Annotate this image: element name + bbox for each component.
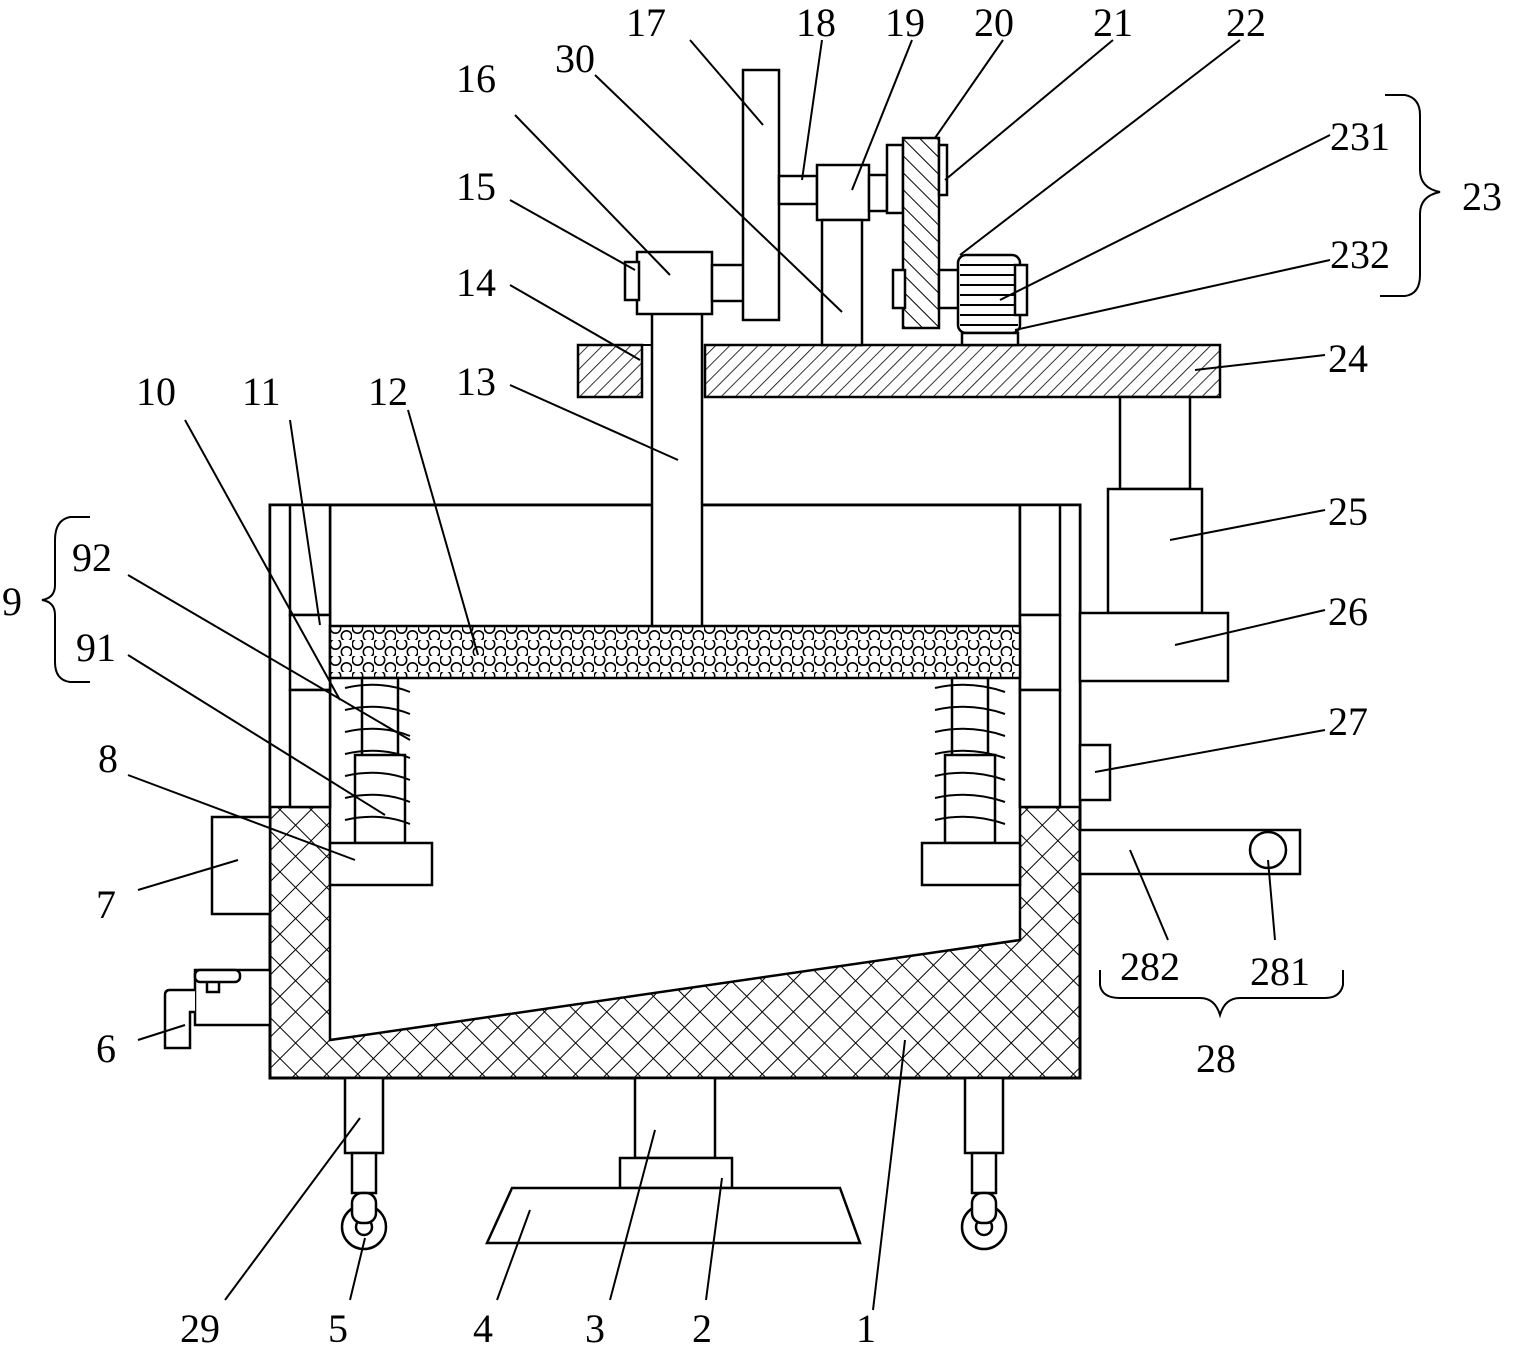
right-spring-assembly xyxy=(920,676,1022,887)
top-support-plate xyxy=(576,343,1222,399)
mounting-block xyxy=(1078,611,1230,683)
label-4: 4 xyxy=(473,1306,493,1349)
push-handle xyxy=(1078,828,1302,876)
label-25: 25 xyxy=(1328,489,1368,534)
label-24: 24 xyxy=(1328,336,1368,381)
label-16: 16 xyxy=(456,56,496,101)
left-spring-assembly xyxy=(328,676,434,887)
label-13: 13 xyxy=(456,359,496,404)
base-plate xyxy=(485,1186,862,1245)
label-231: 231 xyxy=(1330,114,1390,159)
label-282: 282 xyxy=(1120,944,1180,989)
label-2: 2 xyxy=(692,1306,712,1349)
support-seat xyxy=(618,1156,734,1190)
connecting-stub xyxy=(710,263,746,303)
leader-lines xyxy=(127,39,1331,1311)
label-23: 23 xyxy=(1462,174,1502,219)
center-support xyxy=(633,1076,717,1160)
press-shaft xyxy=(650,278,704,628)
label-15: 15 xyxy=(456,164,496,209)
label-7: 7 xyxy=(96,882,116,927)
label-232: 232 xyxy=(1330,232,1390,277)
label-9: 9 xyxy=(2,579,22,624)
drive-motor xyxy=(956,253,1029,347)
label-18: 18 xyxy=(796,0,836,45)
label-26: 26 xyxy=(1328,589,1368,634)
belt-pulley xyxy=(885,136,961,330)
label-5: 5 xyxy=(328,1306,348,1349)
label-281: 281 xyxy=(1250,949,1310,994)
support-post xyxy=(820,218,864,347)
label-20: 20 xyxy=(974,0,1014,45)
drain-tap xyxy=(163,968,272,1050)
label-14: 14 xyxy=(456,260,496,305)
brace-28 xyxy=(1099,970,1344,1019)
label-29: 29 xyxy=(180,1306,220,1349)
label-6: 6 xyxy=(96,1026,116,1071)
label-28: 28 xyxy=(1196,1036,1236,1081)
label-11: 11 xyxy=(242,369,281,414)
label-1: 1 xyxy=(856,1306,876,1349)
brace-23 xyxy=(1380,94,1441,297)
label-10: 10 xyxy=(136,369,176,414)
label-17: 17 xyxy=(626,0,666,45)
right-wheel-leg xyxy=(960,1076,1008,1251)
bearing-block xyxy=(635,250,714,316)
block-collar xyxy=(867,173,889,213)
label-3: 3 xyxy=(585,1306,605,1349)
left-wheel-leg xyxy=(340,1076,388,1251)
pressing-plate xyxy=(328,624,1022,680)
left-guide-rail xyxy=(268,503,332,809)
label-8: 8 xyxy=(98,736,118,781)
shaft-cap xyxy=(623,260,641,302)
label-30: 30 xyxy=(555,36,595,81)
turntable-disk xyxy=(741,68,781,322)
label-19: 19 xyxy=(885,0,925,45)
label-12: 12 xyxy=(368,369,408,414)
brace-9 xyxy=(41,516,90,683)
upper-column xyxy=(1118,395,1192,491)
label-27: 27 xyxy=(1328,699,1368,744)
control-switch xyxy=(1078,743,1112,802)
label-91: 91 xyxy=(76,625,116,670)
label-92: 92 xyxy=(72,535,112,580)
lifting-cylinder xyxy=(1106,487,1204,615)
right-guide-rail xyxy=(1018,503,1082,809)
rotating-block xyxy=(815,163,871,222)
linking-rod xyxy=(777,174,819,206)
label-21: 21 xyxy=(1093,0,1133,45)
label-22: 22 xyxy=(1226,0,1266,45)
